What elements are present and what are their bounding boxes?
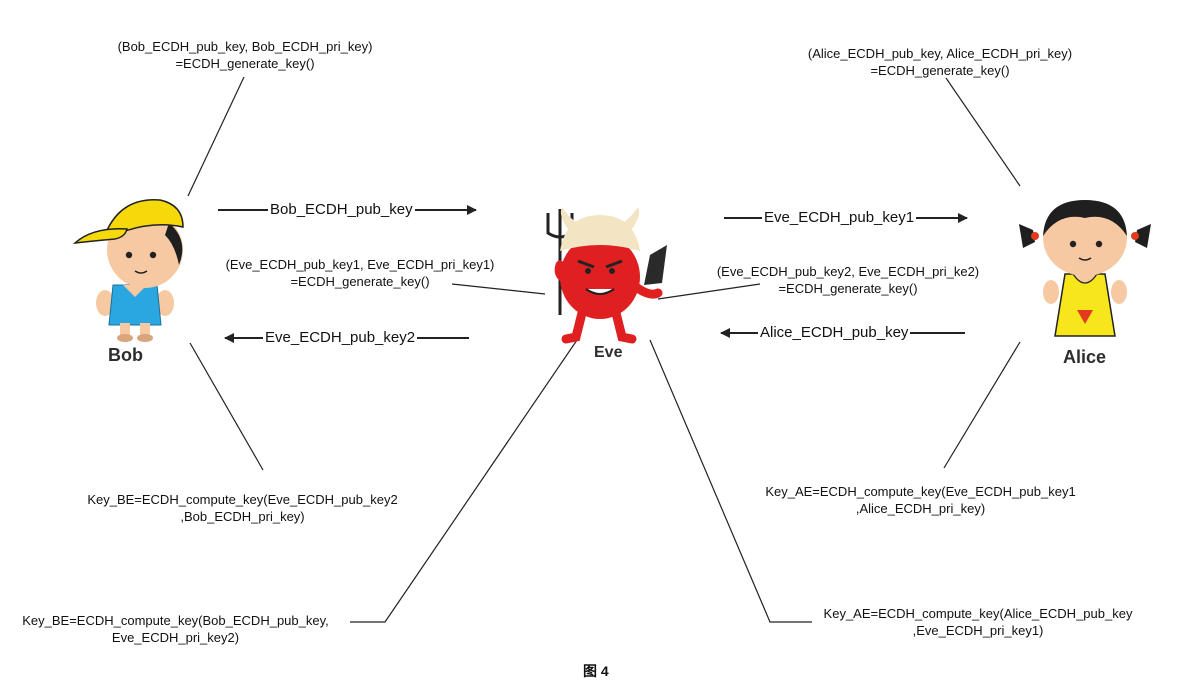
arrow-label-bob-pub: Bob_ECDH_pub_key — [268, 201, 415, 219]
eve-gen1-connector — [451, 283, 546, 295]
eve-compute-be-connector — [350, 339, 578, 623]
bob-compute-connector — [189, 342, 264, 471]
alice-generate-label: (Alice_ECDH_pub_key, Alice_ECDH_pri_key)… — [807, 46, 1073, 78]
alice-gen-connector — [945, 77, 1021, 187]
bob-generate-label: (Bob_ECDH_pub_key, Bob_ECDH_pri_key) =EC… — [117, 39, 373, 71]
alice-name: Alice — [1063, 347, 1107, 367]
alice-compute-label: Key_AE=ECDH_compute_key(Eve_ECDH_pub_key… — [765, 484, 1076, 516]
eve-generate2-label: (Eve_ECDH_pub_key2, Eve_ECDH_pri_ke2) =E… — [716, 264, 980, 296]
eve-generate1-label: (Eve_ECDH_pub_key1, Eve_ECDH_pri_key1) =… — [225, 257, 495, 289]
eve-name: Eve — [594, 344, 623, 361]
arrow-label-eve-pub2: Eve_ECDH_pub_key2 — [263, 329, 418, 347]
figure-caption: 图 4 — [583, 663, 609, 679]
alice-compute-connector — [943, 341, 1021, 469]
bob-avatar — [72, 199, 184, 342]
arrow-label-alice-pub: Alice_ECDH_pub_key — [758, 324, 911, 342]
eve-compute-ae-connector — [649, 339, 812, 623]
eve-compute-be-label: Key_BE=ECDH_compute_key(Bob_ECDH_pub_key… — [22, 613, 329, 645]
eve-compute-ae-label: Key_AE=ECDH_compute_key(Alice_ECDH_pub_k… — [823, 606, 1133, 638]
bob-name: Bob — [108, 345, 143, 365]
eve-gen2-connector — [657, 283, 761, 300]
bob-compute-label: Key_BE=ECDH_compute_key(Eve_ECDH_pub_key… — [87, 492, 398, 524]
alice-avatar — [1019, 200, 1151, 337]
eve-avatar — [546, 207, 667, 344]
bob-gen-connector — [187, 76, 245, 197]
arrow-label-eve-pub1: Eve_ECDH_pub_key1 — [762, 209, 917, 227]
